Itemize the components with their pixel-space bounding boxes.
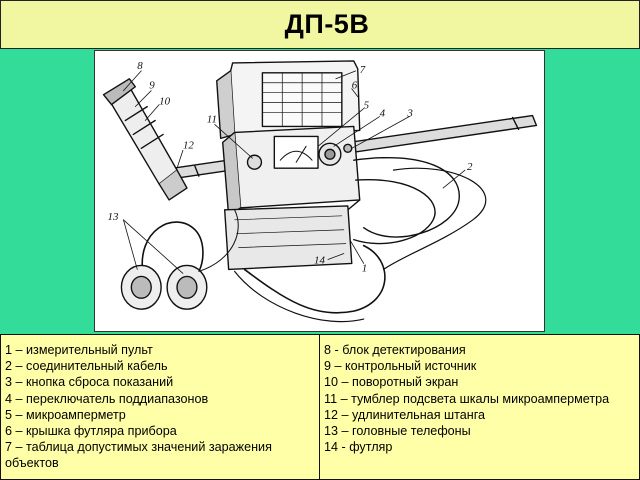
legend-item: 14 - футляр <box>324 440 393 455</box>
device-drawing: 8 9 10 11 12 7 6 5 4 3 2 14 1 13 <box>102 60 538 323</box>
page-title: ДП-5В <box>284 9 370 39</box>
device-illustration: 8 9 10 11 12 7 6 5 4 3 2 14 1 13 <box>94 50 545 332</box>
legend-item: 11 – тумблер подсвета шкалы микроамперме… <box>324 391 610 406</box>
legend-column-right: 8 - блок детектирования 9 – контрольный … <box>320 334 640 480</box>
title-bar: ДП-5В <box>0 0 640 49</box>
callout-2: 2 <box>467 161 473 173</box>
callout-13: 13 <box>108 211 119 223</box>
shoulder-strap <box>243 244 386 314</box>
legend-item: 1 – измерительный пульт <box>5 343 153 357</box>
legend: 1 – измерительный пульт 2 – соединительн… <box>0 334 640 480</box>
callout-3: 3 <box>406 108 413 120</box>
legend-item: 5 – микроамперметр <box>5 407 126 422</box>
legend-item: 4 – переключатель поддиапазонов <box>5 391 209 406</box>
callout-4: 4 <box>380 108 386 120</box>
callout-10: 10 <box>159 96 170 108</box>
callout-11: 11 <box>207 113 217 125</box>
illumination-toggle <box>246 154 263 170</box>
callout-6: 6 <box>352 80 358 92</box>
callout-12: 12 <box>183 139 194 151</box>
reset-button <box>343 143 353 153</box>
callout-1: 1 <box>362 262 367 274</box>
legend-item: 7 – таблица допустимых значений заражени… <box>5 440 272 471</box>
legend-item: 3 – кнопка сброса показаний <box>5 375 174 390</box>
callout-8: 8 <box>137 60 143 72</box>
legend-item: 12 – удлинительная штанга <box>324 407 486 422</box>
callout-7: 7 <box>360 64 366 76</box>
case-bag <box>223 205 353 271</box>
legend-item: 8 - блок детектирования <box>324 343 466 357</box>
legend-item: 6 – крышка футляра прибора <box>5 424 177 439</box>
legend-item: 10 – поворотный экран <box>324 375 459 390</box>
legend-column-left: 1 – измерительный пульт 2 – соединительн… <box>0 334 320 480</box>
callout-9: 9 <box>149 80 155 92</box>
callout-5: 5 <box>364 100 370 112</box>
microammeter <box>273 135 319 169</box>
legend-item: 13 – головные телефоны <box>324 424 471 439</box>
headphone-band <box>141 221 204 277</box>
connecting-cable <box>353 156 460 238</box>
legend-item: 2 – соединительный кабель <box>5 359 168 374</box>
legend-item: 9 – контрольный источник <box>324 359 477 374</box>
callout-14: 14 <box>314 254 325 266</box>
